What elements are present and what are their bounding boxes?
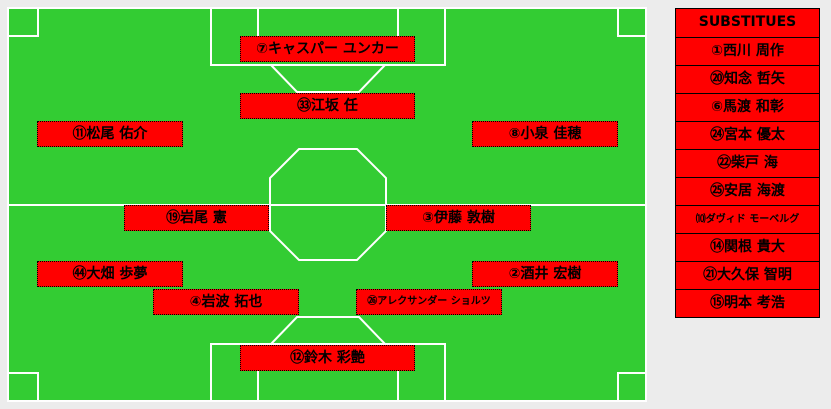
bottom-penalty-area: [210, 343, 446, 400]
player-lb: ㊹大畑 歩夢: [37, 261, 183, 287]
top-goal-area: [257, 9, 399, 39]
player-lw: ⑪松尾 佑介: [37, 121, 183, 147]
player-rcm: ③伊藤 敦樹: [386, 205, 531, 231]
player-rw: ⑧小泉 佳穂: [472, 121, 618, 147]
substitutes-panel: SUBSTITUES ①西川 周作 ⑳知念 哲矢 ⑥馬渡 和彰 ㉔宮本 優太 ㉒…: [675, 8, 820, 318]
bottom-goal-area: [257, 369, 399, 400]
player-st: ⑦キャスパー ユンカー: [240, 36, 415, 62]
player-rcb: ㉖アレクサンダー ショルツ: [356, 289, 502, 315]
sub-item: ⑽ダヴィド モーベルグ: [676, 205, 819, 233]
sub-item: ⑳知念 哲矢: [676, 65, 819, 93]
center-circle: [269, 148, 387, 261]
bottom-penalty-arc: [270, 316, 386, 345]
sub-item: ①西川 周作: [676, 37, 819, 65]
sub-item: ㉑大久保 智明: [676, 261, 819, 289]
player-lcb: ④岩波 拓也: [153, 289, 299, 315]
player-rb: ②酒井 宏樹: [472, 261, 618, 287]
player-lcm: ⑲岩尾 憲: [124, 205, 269, 231]
player-cam: ㉝江坂 任: [240, 93, 415, 119]
top-penalty-arc: [270, 64, 386, 93]
sub-item: ⑭関根 貴大: [676, 233, 819, 261]
sub-item: ㉒柴戸 海: [676, 149, 819, 177]
top-penalty-area: [210, 9, 446, 66]
soccer-pitch: [7, 7, 647, 402]
substitutes-title: SUBSTITUES: [698, 14, 797, 30]
corner-top-left: [9, 9, 39, 37]
sub-item: ㉔宮本 優太: [676, 121, 819, 149]
player-gk: ⑫鈴木 彩艶: [240, 345, 415, 371]
sub-item: ㉕安居 海渡: [676, 177, 819, 205]
sub-item: ⑥馬渡 和彰: [676, 93, 819, 121]
corner-top-right: [617, 9, 645, 37]
corner-bottom-right: [617, 372, 645, 400]
sub-item: ⑮明本 考浩: [676, 289, 819, 317]
corner-bottom-left: [9, 372, 39, 400]
halfway-line: [9, 204, 645, 206]
